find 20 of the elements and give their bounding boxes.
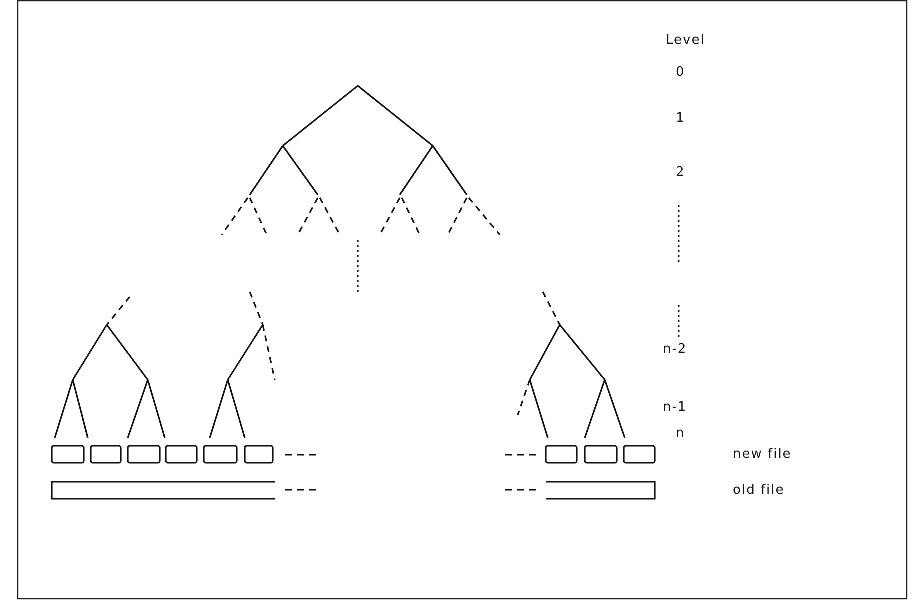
file-label: old file — [733, 483, 785, 498]
level-number: 1 — [676, 111, 686, 126]
record-box — [203, 445, 238, 464]
record-box — [165, 445, 198, 464]
level-number: n — [676, 426, 686, 441]
file-bar — [51, 481, 275, 500]
record-box — [51, 445, 85, 464]
record-box — [623, 445, 656, 464]
record-box — [545, 445, 578, 464]
record-box — [127, 445, 161, 464]
record-box — [584, 445, 618, 464]
file-label: new file — [733, 447, 792, 462]
level-number: n-1 — [663, 400, 688, 415]
level-number: 2 — [676, 165, 686, 180]
file-bar — [546, 481, 656, 500]
level-number: 0 — [676, 65, 686, 80]
level-number: n-2 — [663, 342, 688, 357]
record-box — [90, 445, 122, 464]
level-heading: Level — [666, 33, 706, 48]
record-box — [244, 445, 274, 464]
